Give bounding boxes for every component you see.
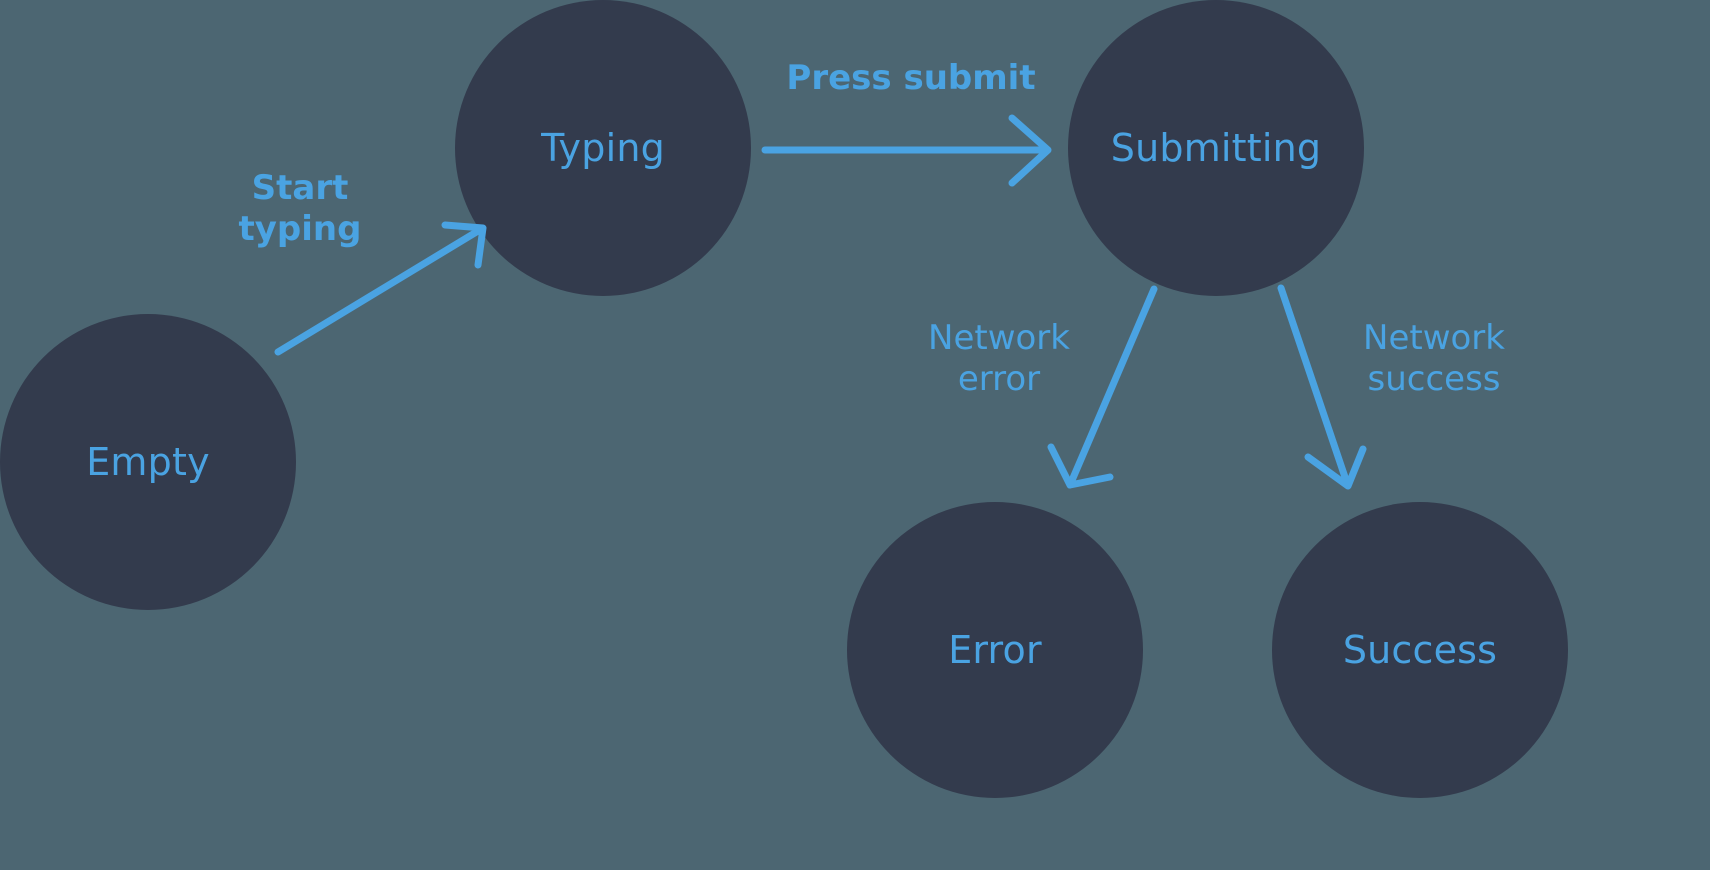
edge-label-network-success: Network success: [1363, 318, 1505, 400]
state-node-error[interactable]: Error: [847, 502, 1143, 798]
edge-label-network-error: Network error: [928, 318, 1070, 400]
state-node-label-typing: Typing: [541, 126, 665, 170]
state-node-label-submitting: Submitting: [1110, 126, 1322, 170]
state-node-label-empty: Empty: [86, 440, 210, 484]
edge-label-start-typing: Start typing: [238, 168, 362, 250]
state-node-submitting[interactable]: Submitting: [1068, 0, 1364, 296]
state-node-success[interactable]: Success: [1272, 502, 1568, 798]
state-node-empty[interactable]: Empty: [0, 314, 296, 610]
edge-label-press-submit: Press submit: [786, 58, 1036, 98]
state-node-label-error: Error: [948, 628, 1042, 672]
state-node-label-success: Success: [1342, 628, 1498, 672]
arrow-typing-to-submitting: [761, 114, 1052, 187]
state-node-typing[interactable]: Typing: [455, 0, 751, 296]
